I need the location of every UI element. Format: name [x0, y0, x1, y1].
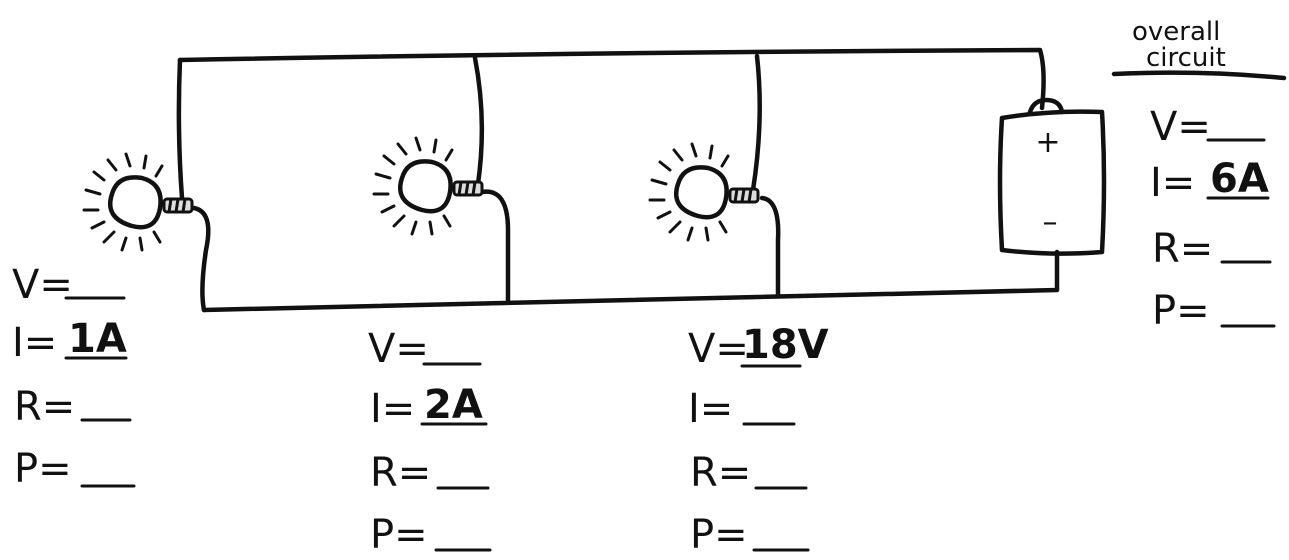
bulb-1-glass — [108, 175, 163, 230]
bulb-1-i-value: 1A — [68, 316, 127, 362]
bulb-2-i-value: 2A — [424, 382, 483, 428]
overall-v-label: V= — [1150, 104, 1211, 150]
branch2-top-wire — [472, 55, 485, 187]
bulb-3-p-label: P= — [690, 512, 748, 558]
bulb-3-base-threads — [733, 187, 753, 204]
bulb-3-i-label: I= — [688, 386, 733, 432]
bulb-2-base-threads — [457, 180, 477, 197]
bulb-1 — [82, 152, 194, 252]
bulb-2-v-label: V= — [368, 326, 429, 372]
bulb-2-p-label: P= — [370, 512, 428, 558]
bulb2-return-wire — [479, 189, 511, 305]
bulb-1-base-threads — [167, 197, 187, 214]
bulb-3-v-label: V= — [688, 326, 749, 372]
battery-minus-sign: – — [1043, 205, 1058, 240]
overall-i-label: I= — [1150, 160, 1195, 206]
battery-plus-sign: + — [1035, 125, 1060, 160]
top-wire — [177, 47, 1046, 111]
bulb-2-r-label: R= — [370, 450, 431, 496]
bulb-1-r-label: R= — [14, 384, 75, 430]
overall-heading: overall circuit — [1111, 17, 1287, 81]
overall-heading-line2: circuit — [1146, 43, 1226, 73]
bulb3-return-wire — [759, 195, 781, 299]
bulb-1-v-label: V= — [12, 262, 73, 308]
bulb-2-values: V= I= 2A R= P= — [368, 326, 492, 558]
overall-p-label: P= — [1152, 288, 1210, 334]
bulb-3 — [648, 142, 760, 242]
bulb-1-i-label: I= — [12, 320, 57, 366]
overall-heading-underline — [1111, 70, 1287, 81]
bulb-2-glow-rays — [372, 136, 454, 236]
bulb-3-glass — [674, 165, 729, 220]
branch3-top-wire — [750, 53, 762, 193]
bulb-1-glow-rays — [82, 152, 164, 252]
circuit-wires — [176, 47, 1060, 313]
bulb-2 — [372, 136, 484, 236]
overall-heading-line1: overall — [1132, 17, 1220, 47]
battery-body — [997, 109, 1107, 256]
bulb-1-values: V= I= 1A R= P= — [12, 262, 136, 492]
bulb-2-glass — [398, 159, 453, 214]
bottom-wire — [201, 249, 1060, 313]
battery: + – — [997, 97, 1107, 256]
bulb-3-values: V= 18V I= R= P= — [688, 322, 829, 558]
overall-values: V= I= 6A R= P= — [1150, 104, 1276, 334]
bulb-3-r-label: R= — [690, 450, 751, 496]
bulb-2-i-label: I= — [370, 386, 415, 432]
overall-r-label: R= — [1152, 226, 1213, 272]
left-wire — [176, 57, 185, 201]
bulb-1-p-label: P= — [14, 446, 72, 492]
bulb1-return-wire — [191, 205, 211, 313]
overall-i-value: 6A — [1210, 156, 1269, 202]
bulb-3-v-value: 18V — [742, 322, 829, 368]
bulb-3-glow-rays — [648, 142, 730, 242]
battery-terminal — [1027, 97, 1065, 115]
